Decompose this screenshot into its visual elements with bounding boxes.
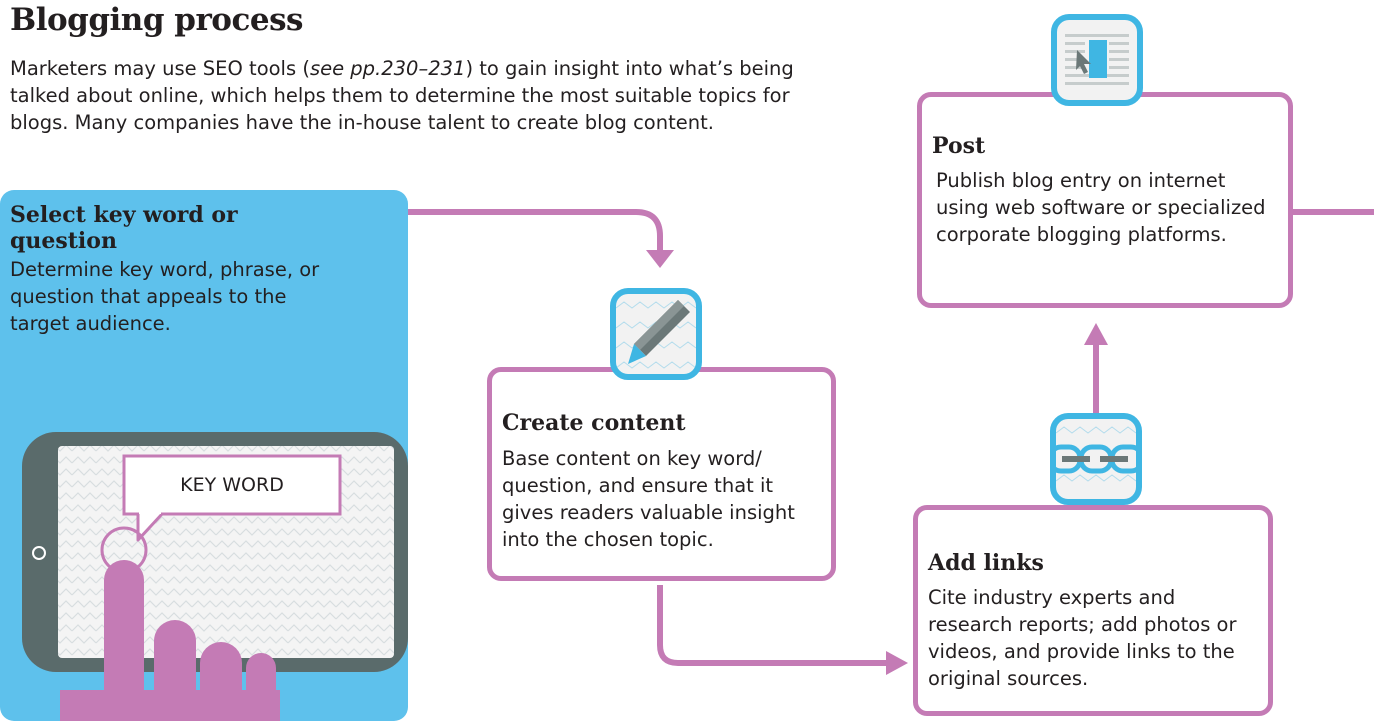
connector-select-to-create <box>405 209 663 250</box>
arrowhead-into-create <box>646 250 674 268</box>
chain-link-icon <box>1050 413 1142 505</box>
tablet-keyword-illustration <box>22 432 408 721</box>
intro-after: ) to gain insight into what’s being talk… <box>10 57 794 134</box>
post-text: Publish blog entry on internet using web… <box>936 169 1266 246</box>
select-keyword-text: Determine key word, phrase, or question … <box>10 258 320 335</box>
create-content-text: Base content on key word/ question, and … <box>502 447 795 551</box>
create-content-box: Create content Base content on key word/… <box>487 367 836 581</box>
page-title: Blogging process <box>10 2 303 38</box>
keyword-bubble-label: KEY WORD <box>180 474 284 496</box>
create-content-title: Create content <box>502 410 686 436</box>
add-links-box: Add links Cite industry experts and rese… <box>913 505 1273 716</box>
post-box: Post Publish blog entry on internet usin… <box>917 92 1293 308</box>
post-title: Post <box>932 133 986 159</box>
add-links-title: Add links <box>928 550 1044 576</box>
select-keyword-title: Select key word or question <box>10 202 238 254</box>
intro-page-reference: see pp.230–231 <box>309 57 466 80</box>
web-page-cursor-icon <box>1051 14 1143 106</box>
intro-before: Marketers may use SEO tools ( <box>10 57 310 80</box>
pencil-icon <box>610 288 702 380</box>
add-links-text: Cite industry experts and research repor… <box>928 586 1237 690</box>
arrowhead-into-post <box>1084 323 1108 345</box>
arrowhead-into-links <box>886 651 908 675</box>
select-keyword-panel: Select key word or question Determine ke… <box>0 190 408 721</box>
connector-create-to-links <box>657 585 888 666</box>
intro-paragraph: Marketers may use SEO tools (see pp.230–… <box>10 55 830 136</box>
